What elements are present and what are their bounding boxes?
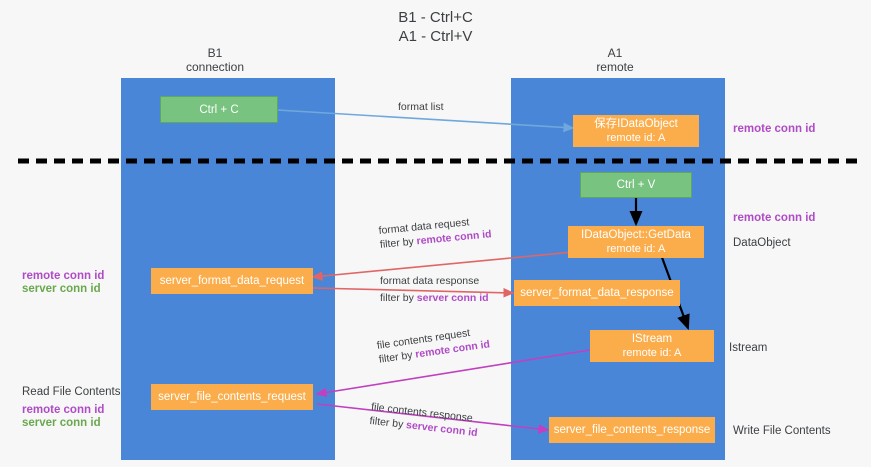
box-istream[interactable]: IStream remote id: A <box>590 330 714 362</box>
column-header-a1-role: remote <box>596 60 634 74</box>
diagram-title-line-2: A1 - Ctrl+V <box>398 28 473 45</box>
annotation-left-remote-conn-id-2: remote conn id <box>22 404 105 416</box>
box-server-file-contents-request[interactable]: server_file_contents_request <box>151 384 313 410</box>
box-ctrl-c[interactable]: Ctrl + C <box>160 96 278 123</box>
box-server-format-data-request-label: server_format_data_request <box>159 275 305 287</box>
box-ctrl-v[interactable]: Ctrl + V <box>580 172 692 198</box>
filter-by-prefix-4: filter by <box>368 414 407 431</box>
box-server-file-contents-request-label: server_file_contents_request <box>158 391 306 403</box>
flow-label-file-contents-request: file contents request filter by remote c… <box>376 323 491 366</box>
filter-by-prefix-1: filter by <box>379 235 418 251</box>
column-header-a1: A1 remote <box>555 46 675 74</box>
annotation-write-file-contents: Write File Contents <box>733 425 831 437</box>
box-ctrl-c-label: Ctrl + C <box>199 103 239 116</box>
column-header-b1-role: connection <box>185 60 245 74</box>
box-ctrl-v-label: Ctrl + V <box>616 179 656 191</box>
box-server-format-data-response-label: server_format_data_response <box>520 287 674 299</box>
flow-label-format-data-response-line-1: format data response <box>380 275 480 287</box>
flow-label-format-list: format list <box>398 100 444 114</box>
annotation-istream: Istream <box>729 342 768 354</box>
filter-by-prefix-3: filter by <box>378 348 417 366</box>
diagram-title-line-1: B1 - Ctrl+C <box>398 9 473 26</box>
filter-by-prefix-2: filter by <box>380 292 417 304</box>
box-server-file-contents-response-label: server_file_contents_response <box>553 424 711 436</box>
box-getdata[interactable]: IDataObject::GetData remote id: A <box>568 226 704 258</box>
box-server-file-contents-response[interactable]: server_file_contents_response <box>549 417 715 443</box>
box-istream-label: IStream <box>631 333 673 345</box>
filter-key-server-conn-id-1: server conn id <box>416 292 489 304</box>
annotation-remote-conn-id-mid: remote conn id <box>733 212 816 224</box>
flow-label-format-data-response-line-2: filter by server conn id <box>380 291 489 305</box>
box-save-idataobject[interactable]: 保存IDataObject remote id: A <box>573 115 699 147</box>
box-save-idataobject-sub: remote id: A <box>606 132 666 144</box>
flow-label-format-list-line-1: format list <box>398 101 444 113</box>
column-header-a1-name: A1 <box>607 46 623 60</box>
annotation-dataobject: DataObject <box>733 237 791 249</box>
box-getdata-label: IDataObject::GetData <box>581 229 691 241</box>
annotation-left-server-conn-id-1: server conn id <box>22 283 101 295</box>
annotation-left-server-conn-id-2: server conn id <box>22 417 101 429</box>
annotation-left-remote-conn-id-1: remote conn id <box>22 270 105 282</box>
flow-label-format-data-request: format data request filter by remote con… <box>378 213 492 252</box>
box-getdata-sub: remote id: A <box>606 243 666 255</box>
box-istream-sub: remote id: A <box>622 347 682 359</box>
diagram-title: B1 - Ctrl+C A1 - Ctrl+V <box>0 8 871 46</box>
flow-label-format-data-response: format data response filter by server co… <box>380 274 489 305</box>
box-server-format-data-response[interactable]: server_format_data_response <box>514 280 680 306</box>
box-server-format-data-request[interactable]: server_format_data_request <box>151 268 313 294</box>
flow-label-file-contents-response: file contents response filter by server … <box>369 400 480 440</box>
column-header-b1: B1 connection <box>155 46 275 74</box>
box-save-idataobject-label: 保存IDataObject <box>594 118 678 130</box>
annotation-read-file-contents: Read File Contents <box>22 386 121 398</box>
column-header-b1-name: B1 <box>207 46 223 60</box>
annotation-remote-conn-id-top: remote conn id <box>733 123 816 135</box>
